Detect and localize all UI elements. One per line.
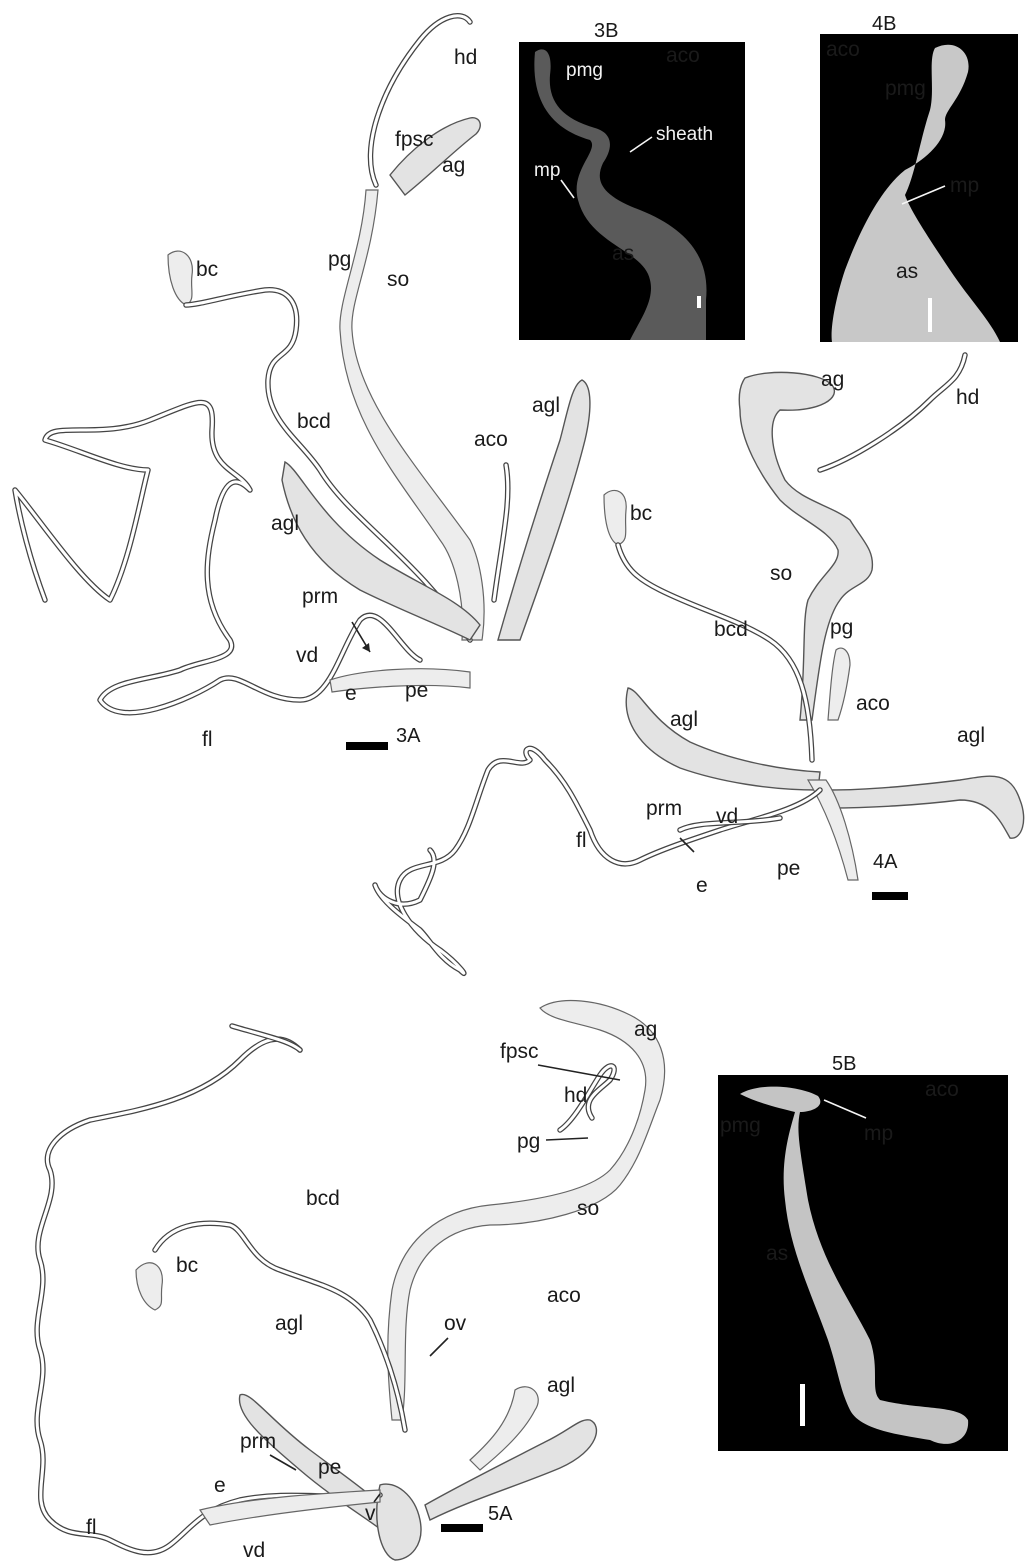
label-3a-hd: hd bbox=[454, 46, 477, 69]
label-5a-fl: fl bbox=[86, 1516, 97, 1539]
label-5b-mp: mp bbox=[864, 1122, 893, 1145]
label-5a-prm: prm bbox=[240, 1430, 276, 1453]
label-4a-so: so bbox=[770, 562, 792, 585]
label-5a-v: v bbox=[365, 1502, 376, 1525]
label-3a-so: so bbox=[387, 268, 409, 291]
figure-3a-labels: hd fpsc ag bc pg so bcd agl aco agl prm … bbox=[196, 46, 560, 751]
panel-title-5a: 5A bbox=[488, 1503, 513, 1525]
figure-4b-photo: 4B aco pmg mp as bbox=[820, 13, 1018, 342]
label-5a-e: e bbox=[214, 1474, 226, 1497]
figure-5b-photo: 5B aco pmg mp as bbox=[718, 1053, 1008, 1451]
label-3b-pmg: pmg bbox=[566, 60, 603, 81]
label-5b-as: as bbox=[766, 1242, 788, 1265]
scale-bar-3b bbox=[697, 296, 701, 308]
label-5b-aco: aco bbox=[925, 1078, 959, 1101]
label-3a-bc: bc bbox=[196, 258, 218, 281]
label-4a-fl: fl bbox=[576, 829, 587, 852]
label-4a-hd: hd bbox=[956, 386, 979, 409]
panel-title-3b: 3B bbox=[594, 20, 618, 42]
label-3a-agl-right: agl bbox=[532, 394, 560, 417]
label-4a-e: e bbox=[696, 874, 708, 897]
label-3b-mp: mp bbox=[534, 160, 560, 181]
label-3b-aco: aco bbox=[666, 44, 700, 67]
label-4b-pmg: pmg bbox=[885, 77, 926, 100]
label-4a-prm: prm bbox=[646, 797, 682, 820]
label-5a-agl-left: agl bbox=[275, 1312, 303, 1335]
label-4a-aco: aco bbox=[856, 692, 890, 715]
label-4a-pe: pe bbox=[777, 857, 800, 880]
label-3b-as: as bbox=[612, 242, 634, 265]
scale-bar-4a bbox=[872, 892, 908, 900]
scale-bar-5b bbox=[800, 1384, 805, 1426]
panel-title-4b: 4B bbox=[872, 13, 896, 35]
label-4a-agl-left: agl bbox=[670, 708, 698, 731]
label-4a-bcd: bcd bbox=[714, 618, 748, 641]
label-5a-ag: ag bbox=[634, 1018, 657, 1041]
label-5a-bc: bc bbox=[176, 1254, 198, 1277]
panel-title-3a: 3A bbox=[396, 725, 421, 747]
label-4b-aco: aco bbox=[826, 38, 860, 61]
photo-3b-background bbox=[519, 42, 745, 340]
panel-title-4a: 4A bbox=[873, 851, 898, 873]
label-5a-agl-right: agl bbox=[547, 1374, 575, 1397]
label-5a-so: so bbox=[577, 1197, 599, 1220]
label-3a-fpsc: fpsc bbox=[395, 128, 434, 151]
label-5a-vd: vd bbox=[243, 1539, 265, 1562]
label-5a-pg: pg bbox=[517, 1130, 540, 1153]
scale-bar-5a bbox=[441, 1524, 483, 1532]
label-3a-prm: prm bbox=[302, 585, 338, 608]
label-5a-aco: aco bbox=[547, 1284, 581, 1307]
label-4a-ag: ag bbox=[821, 368, 844, 391]
label-3a-fl: fl bbox=[202, 728, 213, 751]
label-4a-bc: bc bbox=[630, 502, 652, 525]
label-5a-hd: hd bbox=[564, 1084, 587, 1107]
label-5a-bcd: bcd bbox=[306, 1187, 340, 1210]
scale-bar-3a bbox=[346, 742, 388, 750]
label-3a-aco: aco bbox=[474, 428, 508, 451]
label-5a-pe: pe bbox=[318, 1456, 341, 1479]
label-3a-ag: ag bbox=[442, 154, 465, 177]
label-5a-fpsc: fpsc bbox=[500, 1040, 539, 1063]
figure-3a-drawing bbox=[15, 16, 590, 750]
figure-3b-photo: 3B pmg aco sheath mp as bbox=[519, 20, 745, 340]
label-5b-pmg: pmg bbox=[720, 1114, 761, 1137]
scale-bar-4b bbox=[928, 298, 932, 332]
label-4b-mp: mp bbox=[950, 174, 979, 197]
label-3a-bcd: bcd bbox=[297, 410, 331, 433]
label-3a-e: e bbox=[345, 682, 357, 705]
label-3a-pg: pg bbox=[328, 248, 351, 271]
label-3a-pe: pe bbox=[405, 679, 428, 702]
label-3a-agl-left: agl bbox=[271, 512, 299, 535]
panel-title-5b: 5B bbox=[832, 1053, 856, 1075]
label-4a-pg: pg bbox=[830, 616, 853, 639]
label-4a-vd: vd bbox=[716, 805, 738, 828]
label-3a-vd: vd bbox=[296, 644, 318, 667]
label-4b-as: as bbox=[896, 260, 918, 283]
label-4a-agl-right: agl bbox=[957, 724, 985, 747]
label-5a-ov: ov bbox=[444, 1312, 467, 1335]
label-3b-sheath: sheath bbox=[656, 124, 713, 145]
